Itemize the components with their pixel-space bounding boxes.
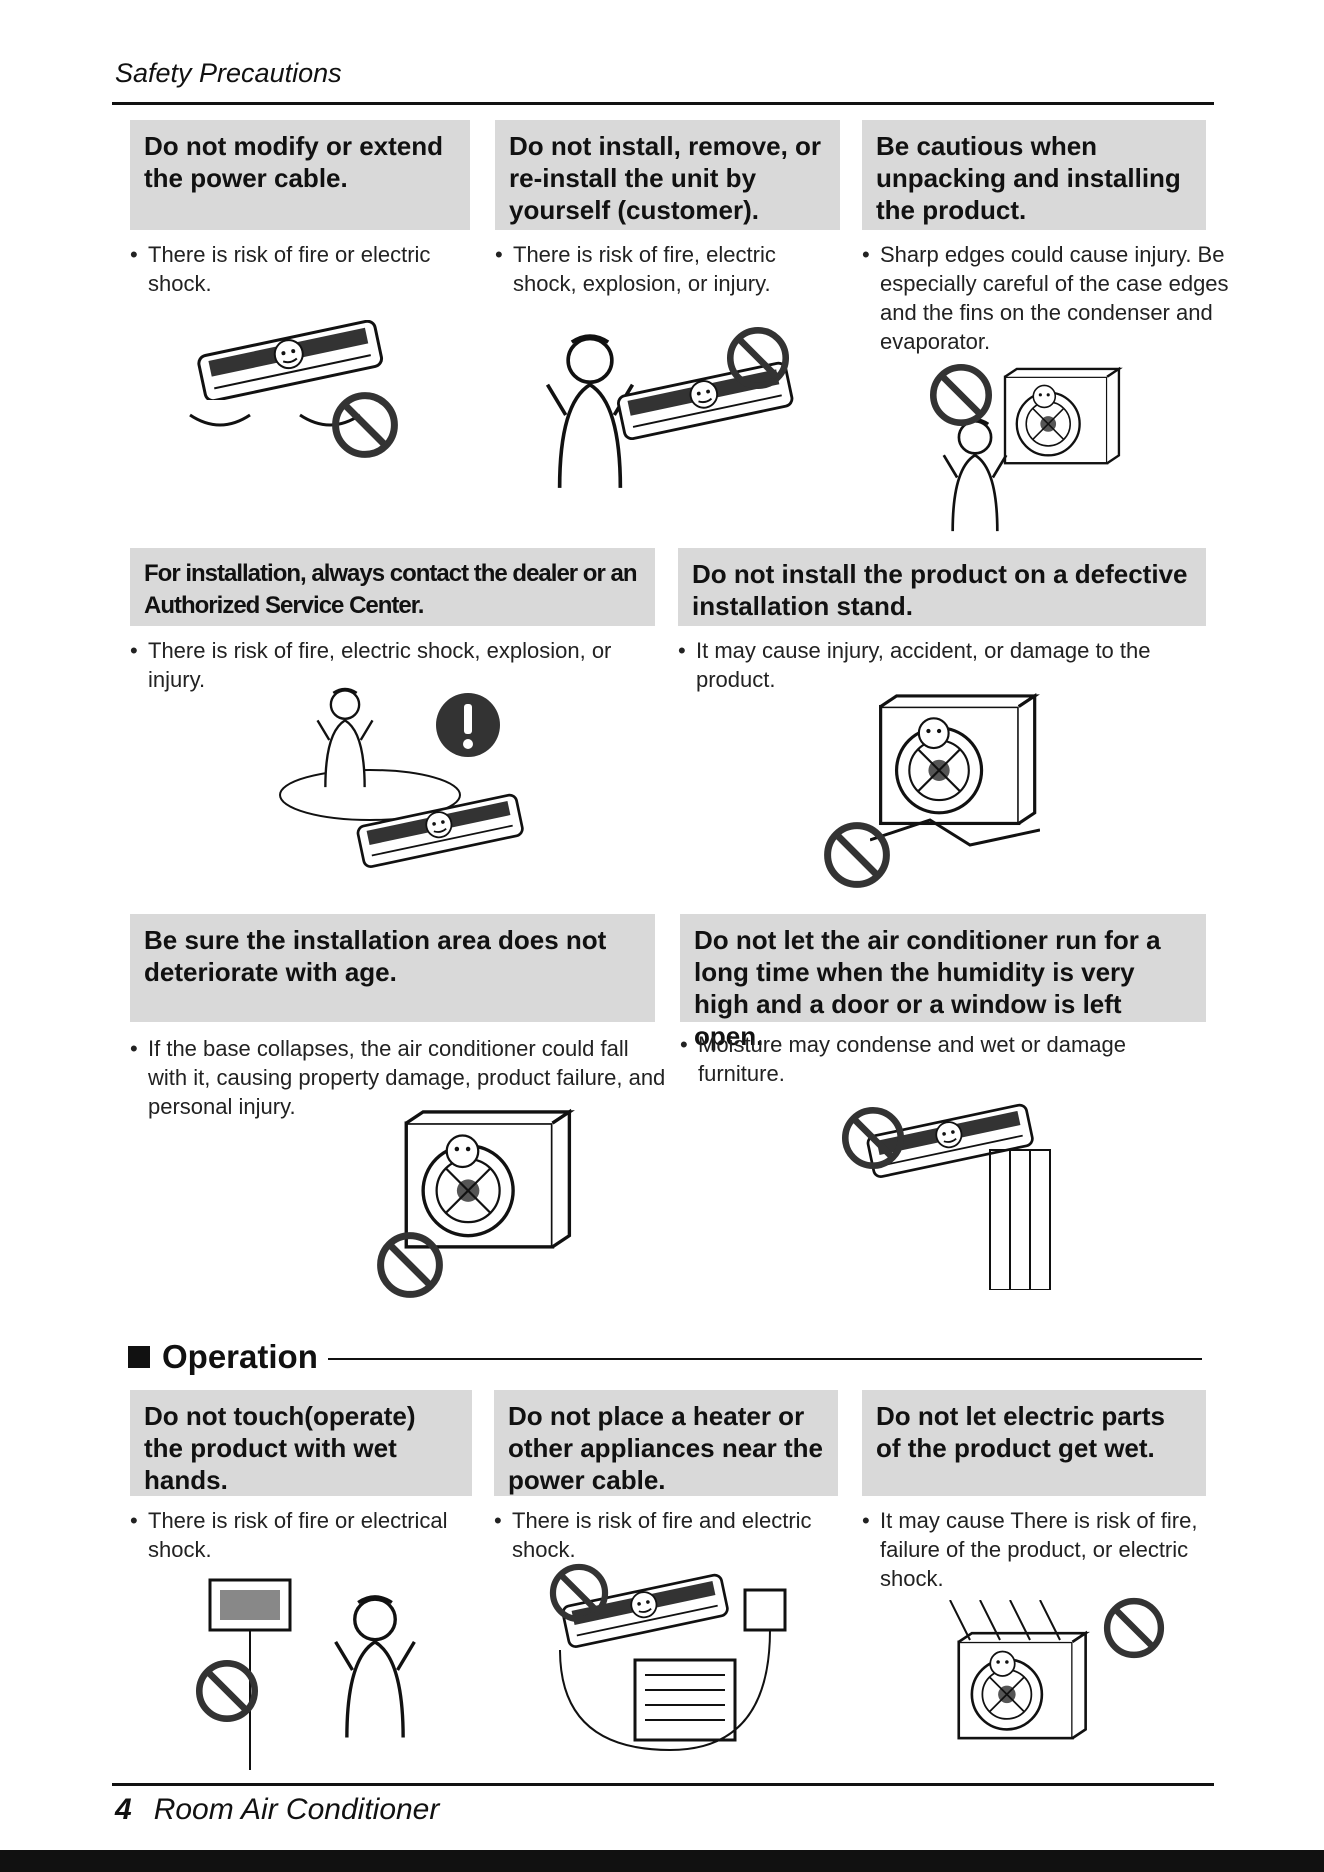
page-footer: 4 Room Air Conditioner <box>115 1793 439 1827</box>
operation-heading-text: Operation <box>162 1338 318 1375</box>
header-rule <box>112 102 1214 105</box>
panel-title: Do not place a heater or other appliance… <box>494 1390 838 1496</box>
wet-outdoor-unit-illustration <box>949 1600 1088 1740</box>
page-number: 4 <box>115 1793 132 1826</box>
panel-bullet: There is risk of fire and electric shock… <box>494 1506 852 1564</box>
phone-call-illustration <box>279 687 461 821</box>
panel-bullet: Sharp edges could cause injury. Be espec… <box>862 240 1230 356</box>
prohibition-icon <box>822 820 892 890</box>
panel-bullet: If the base collapses, the air condition… <box>130 1034 668 1121</box>
air-conditioner-illustration <box>355 792 526 870</box>
panel-bullet: There is risk of fire, electric shock, e… <box>495 240 843 298</box>
panel-title: Do not let the air conditioner run for a… <box>680 914 1206 1051</box>
panel-bullet: It may cause There is risk of fire, fail… <box>862 1506 1220 1593</box>
prohibition-icon <box>1102 1596 1166 1660</box>
operation-rule <box>328 1358 1202 1360</box>
prohibition-icon <box>194 1658 260 1724</box>
panel-bullet: There is risk of fire or electric shock. <box>130 240 478 298</box>
exclamation-icon <box>436 693 500 757</box>
footer-rule <box>112 1783 1214 1786</box>
panel-title: Do not install, remove, or re-install th… <box>495 120 840 230</box>
prohibition-icon <box>725 325 791 391</box>
panel-title: Be cautious when unpacking and installin… <box>862 120 1206 230</box>
prohibition-icon <box>375 1230 445 1300</box>
panel-bullet: There is risk of fire, electric shock, e… <box>130 636 668 694</box>
prohibition-icon <box>928 362 994 428</box>
prohibition-icon <box>548 1562 610 1624</box>
footer-title: Room Air Conditioner <box>153 1793 440 1826</box>
heater-near-cable-illustration <box>559 1572 787 1752</box>
panel-title: For installation, always contact the dea… <box>130 548 655 626</box>
prohibition-icon <box>840 1105 906 1171</box>
panel-title: Do not let electric parts of the product… <box>862 1390 1206 1496</box>
panel-bullet: It may cause injury, accident, or damage… <box>678 636 1216 694</box>
prohibition-icon <box>330 390 400 460</box>
panel-title: Do not touch(operate) the product with w… <box>130 1390 472 1496</box>
operation-heading: Operation <box>128 1338 318 1376</box>
panel-title: Do not install the product on a defectiv… <box>678 548 1206 626</box>
page-header-section: Safety Precautions <box>115 58 342 88</box>
panel-bullet: There is risk of fire or electrical shoc… <box>130 1506 488 1564</box>
air-conditioner-window-illustration <box>865 1102 1051 1290</box>
person-illustration <box>942 417 1008 533</box>
panel-title: Do not modify or extend the power cable. <box>130 120 470 230</box>
scan-bottom-band <box>0 1850 1324 1872</box>
outdoor-unit-illustration <box>870 694 1040 847</box>
panel-title: Be sure the installation area does not d… <box>130 914 655 1022</box>
panel-bullet: Moisture may condense and wet or damage … <box>680 1030 1218 1088</box>
section-marker-icon <box>128 1346 150 1368</box>
